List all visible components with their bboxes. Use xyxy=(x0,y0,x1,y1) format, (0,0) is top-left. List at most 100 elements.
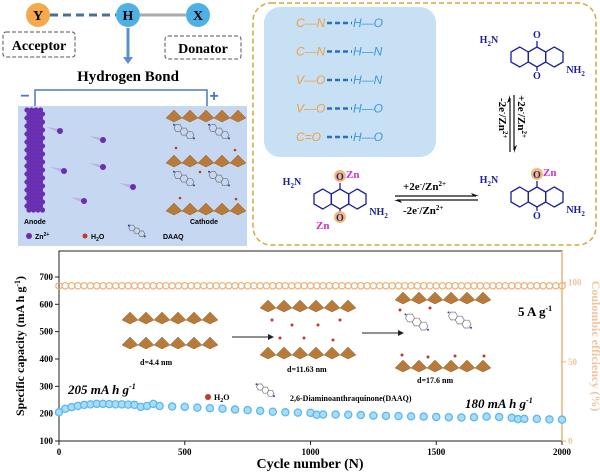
zn-sphere xyxy=(28,155,35,161)
vo-polyhedron xyxy=(185,336,203,350)
ce-marker xyxy=(331,281,340,290)
capacity-marker xyxy=(281,408,290,417)
ce-marker xyxy=(237,281,246,290)
zn-sphere xyxy=(30,207,37,213)
amine-part: NH xyxy=(369,207,384,218)
ion-trail xyxy=(46,127,60,133)
vo-polyhedron xyxy=(458,359,476,373)
zn-sphere xyxy=(24,131,30,137)
n-atom xyxy=(193,137,195,140)
donor-atom: X xyxy=(193,9,203,24)
capacity-marker xyxy=(394,411,403,421)
daaq-ring xyxy=(185,131,195,140)
h2o-inset-icon xyxy=(205,394,211,400)
daaq-ring xyxy=(220,178,230,187)
zn-sphere xyxy=(37,107,44,113)
zn-sphere xyxy=(30,183,37,189)
h2o-molecule xyxy=(178,196,182,200)
n-atom xyxy=(470,326,472,329)
zn-sphere xyxy=(37,163,44,169)
ce-marker xyxy=(382,281,390,290)
h2o-molecule xyxy=(453,354,457,358)
ce-marker xyxy=(539,281,547,290)
ce-marker xyxy=(105,281,114,290)
vo-polyhedron xyxy=(426,359,444,373)
vo-polyhedron xyxy=(153,336,171,350)
vo-polyhedron xyxy=(394,291,412,305)
zn-sphere xyxy=(26,183,32,189)
zn-sphere xyxy=(30,151,37,157)
ce-marker xyxy=(118,281,126,290)
zn-sphere xyxy=(33,163,39,169)
zn-binding-site xyxy=(334,211,346,223)
zn-sphere xyxy=(30,127,37,133)
arrow-up-head-icon xyxy=(507,95,510,103)
ce-marker xyxy=(419,281,428,290)
ce-marker xyxy=(394,281,403,290)
vo-polyhedron xyxy=(474,291,492,305)
ce-marker xyxy=(507,281,516,290)
daaq-ring xyxy=(418,321,429,331)
vo-polyhedron xyxy=(169,336,187,350)
capacity-marker xyxy=(469,412,479,422)
amine-part: 2 xyxy=(487,40,491,48)
arrow-left-head-icon xyxy=(394,200,402,203)
zn-sphere xyxy=(37,179,44,185)
zn-sphere xyxy=(24,155,30,161)
zn-sphere xyxy=(24,123,30,129)
zn-sphere xyxy=(30,111,37,117)
acceptor-atom: Y xyxy=(33,9,43,24)
x-tick-label: 500 xyxy=(178,447,192,457)
capacity-marker xyxy=(155,401,164,411)
n-atom xyxy=(173,123,175,126)
capacity-marker xyxy=(356,410,366,420)
capacity-marker xyxy=(205,403,215,413)
ce-marker xyxy=(312,281,321,290)
ce-marker xyxy=(451,281,459,290)
zn-sphere xyxy=(33,179,39,185)
zinc-atom: Zn xyxy=(316,220,329,232)
capacity-marker xyxy=(532,414,542,424)
zn-sphere xyxy=(28,139,35,145)
hbond-acceptor-part: C—N xyxy=(296,45,326,59)
n-atom xyxy=(193,184,195,187)
x-tick-label: 1000 xyxy=(302,447,321,457)
capacity-marker xyxy=(444,412,454,422)
capacity-marker xyxy=(343,410,353,420)
zn-legend-icon xyxy=(26,233,32,239)
zn-sphere xyxy=(39,111,46,117)
y2-tick-label: 0 xyxy=(568,436,573,446)
zn-sphere xyxy=(30,167,37,173)
x-tick-label: 0 xyxy=(57,447,62,457)
ce-marker xyxy=(162,281,170,290)
hbond-donor-part: H—O xyxy=(353,130,383,144)
n-atom xyxy=(255,383,258,386)
zn-sphere xyxy=(33,115,39,121)
ce-marker xyxy=(338,281,346,290)
hydrogen-atom: H xyxy=(123,9,134,24)
zn-sphere xyxy=(28,163,35,169)
ce-marker xyxy=(300,281,309,290)
vo-polyhedron xyxy=(153,311,171,325)
vo-polyhedron xyxy=(426,291,444,305)
ce-marker xyxy=(356,281,365,290)
reduction-label-vertical: +2e-/Zn2+ xyxy=(515,95,528,138)
capacity-marker xyxy=(431,412,441,422)
vo-polyhedron xyxy=(201,336,219,350)
ce-marker xyxy=(558,281,566,290)
capacity-marker xyxy=(482,412,491,421)
zn-sphere xyxy=(24,203,30,209)
zn-sphere xyxy=(26,143,32,149)
y-tick-label: 300 xyxy=(40,381,54,391)
zn-sphere xyxy=(35,127,41,133)
zn-sphere xyxy=(30,119,37,125)
ce-marker xyxy=(92,281,101,290)
y-tick-label: 700 xyxy=(40,272,54,282)
zn-sphere xyxy=(39,151,46,157)
zn-sphere xyxy=(26,111,32,117)
donor-node xyxy=(186,3,210,27)
zn-sphere xyxy=(26,159,32,165)
vo-polyhedron xyxy=(229,202,247,216)
benzene-ring xyxy=(348,188,367,210)
oxygen-atom: O xyxy=(533,30,541,41)
